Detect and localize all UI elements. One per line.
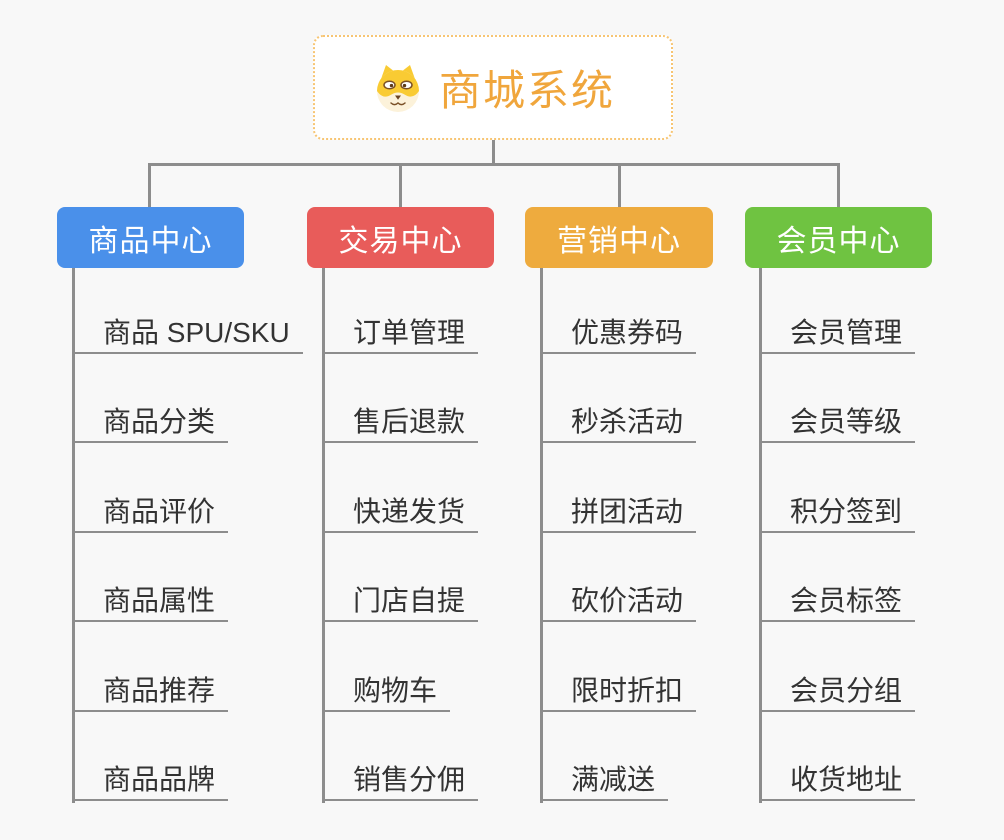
branch-box-trade-center[interactable]: 交易中心: [307, 207, 494, 268]
branch-box-member-center[interactable]: 会员中心: [745, 207, 932, 268]
branch-drop-line: [72, 268, 75, 803]
node-item[interactable]: 收货地址: [760, 766, 916, 801]
root-title: 商城系统: [438, 67, 615, 114]
root-node[interactable]: 商城系统: [313, 35, 673, 140]
branch-label: 会员中心: [776, 224, 901, 258]
branch-drop-line: [322, 268, 325, 803]
dog-face-icon: [376, 64, 419, 112]
node-item[interactable]: 商品分类: [73, 408, 229, 443]
node-item[interactable]: 销售分佣: [323, 766, 479, 801]
node-item[interactable]: 购物车: [323, 677, 451, 712]
node-item[interactable]: 拼团活动: [541, 498, 697, 533]
node-item[interactable]: 会员等级: [760, 408, 916, 443]
branch-drop-line: [540, 268, 543, 803]
node-item[interactable]: 积分签到: [760, 498, 916, 533]
branch-box-marketing-center[interactable]: 营销中心: [525, 207, 713, 268]
node-item[interactable]: 秒杀活动: [541, 408, 697, 443]
node-item[interactable]: 砍价活动: [541, 587, 697, 622]
branch-label: 商品中心: [88, 224, 213, 258]
branch-box-product-center[interactable]: 商品中心: [57, 207, 244, 268]
node-item[interactable]: 商品推荐: [73, 677, 229, 712]
node-item[interactable]: 快递发货: [323, 498, 479, 533]
branch-drop-line: [759, 268, 762, 803]
node-item[interactable]: 商品属性: [73, 587, 229, 622]
node-item[interactable]: 会员分组: [760, 677, 916, 712]
node-item[interactable]: 会员标签: [760, 587, 916, 622]
node-item[interactable]: 商品品牌: [73, 766, 229, 801]
node-item[interactable]: 门店自提: [323, 587, 479, 622]
node-item[interactable]: 限时折扣: [541, 677, 697, 712]
node-item[interactable]: 商品评价: [73, 498, 229, 533]
node-item[interactable]: 会员管理: [760, 319, 916, 354]
node-item[interactable]: 订单管理: [323, 319, 479, 354]
node-item[interactable]: 优惠券码: [541, 319, 697, 354]
node-item[interactable]: 满减送: [541, 766, 669, 801]
branch-label: 营销中心: [557, 224, 681, 258]
node-item[interactable]: 商品 SPU/SKU: [73, 319, 303, 354]
node-item[interactable]: 售后退款: [323, 408, 479, 443]
branch-label: 交易中心: [338, 224, 463, 258]
